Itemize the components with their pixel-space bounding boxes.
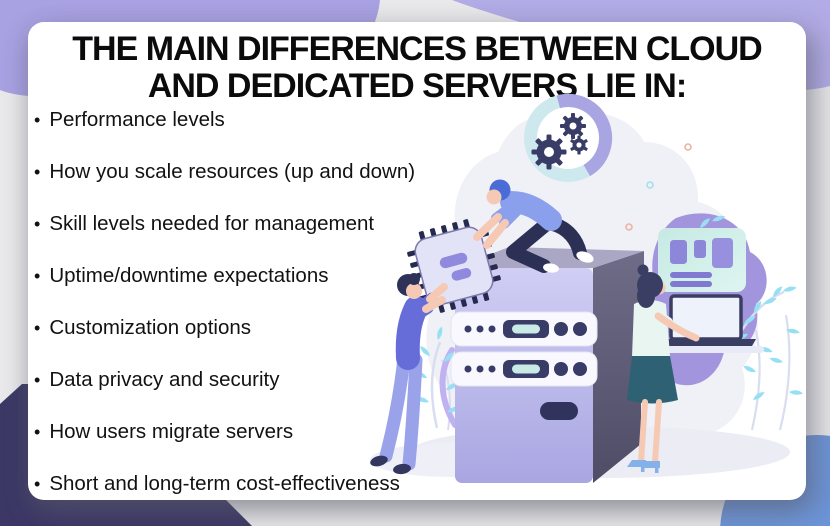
confetti-dots [539, 132, 692, 336]
bullet-marker: • [34, 214, 41, 234]
gear-icon [570, 135, 588, 155]
differences-list: • Performance levels • How you scale resou… [28, 108, 415, 500]
bullet-item: • How you scale resources (up and down) [34, 160, 415, 184]
bullet-marker: • [34, 422, 41, 442]
bullet-marker: • [34, 318, 41, 338]
title-line-1: THE MAIN DIFFERENCES BETWEEN CLOUD [72, 30, 762, 68]
gear-icon [560, 113, 586, 139]
bullet-item: • How users migrate servers [34, 420, 415, 444]
bullet-marker: • [34, 110, 41, 130]
laptop-icon [648, 294, 764, 353]
cpu-chip-icon [406, 218, 502, 314]
bullet-item: • Skill levels needed for management [34, 212, 415, 236]
bullet-text: Uptime/downtime expectations [49, 264, 329, 287]
bullet-text: How users migrate servers [49, 420, 294, 443]
ground-shadow [410, 426, 790, 478]
backdrop-blob [426, 112, 758, 463]
title-line-2: AND DEDICATED SERVERS LIE IN: [147, 67, 687, 105]
server-unit [450, 311, 598, 347]
rack-handle [540, 402, 578, 420]
bullet-text: Customization options [49, 316, 251, 339]
bullet-text: Skill levels needed for management [49, 212, 375, 235]
dashboard-panel-icon [658, 228, 746, 292]
person-woman [627, 264, 700, 473]
person-kneeling [473, 179, 594, 273]
bullet-item: • Performance levels [34, 108, 415, 132]
bullet-marker: • [34, 370, 41, 390]
bullet-text: Performance levels [49, 108, 225, 131]
bullet-marker: • [34, 474, 41, 494]
bullet-marker: • [34, 162, 41, 182]
bullet-item: • Data privacy and security [34, 368, 415, 392]
plant-leaves-icon [698, 214, 804, 431]
bullet-marker: • [34, 266, 41, 286]
gear-icon [531, 134, 567, 170]
bullet-item: • Uptime/downtime expectations [34, 264, 415, 288]
bullet-item: • Customization options [34, 316, 415, 340]
server-unit [450, 351, 598, 387]
plant-leaves-icon [413, 325, 461, 431]
gears-donut-icon [524, 94, 613, 182]
bullet-text: Data privacy and security [49, 368, 280, 391]
content-card: THE MAIN DIFFERENCES BETWEEN CLOUD AND D… [28, 22, 806, 500]
bullet-text: How you scale resources (up and down) [49, 160, 416, 183]
page-title: THE MAIN DIFFERENCES BETWEEN CLOUD AND D… [28, 31, 806, 105]
bullet-item: • Short and long-term cost-effectiveness [34, 472, 415, 496]
server-rack-icon [450, 247, 644, 483]
bullet-text: Short and long-term cost-effectiveness [49, 472, 400, 495]
purple-blob [643, 213, 767, 386]
server-maintenance-illustration [370, 94, 804, 483]
